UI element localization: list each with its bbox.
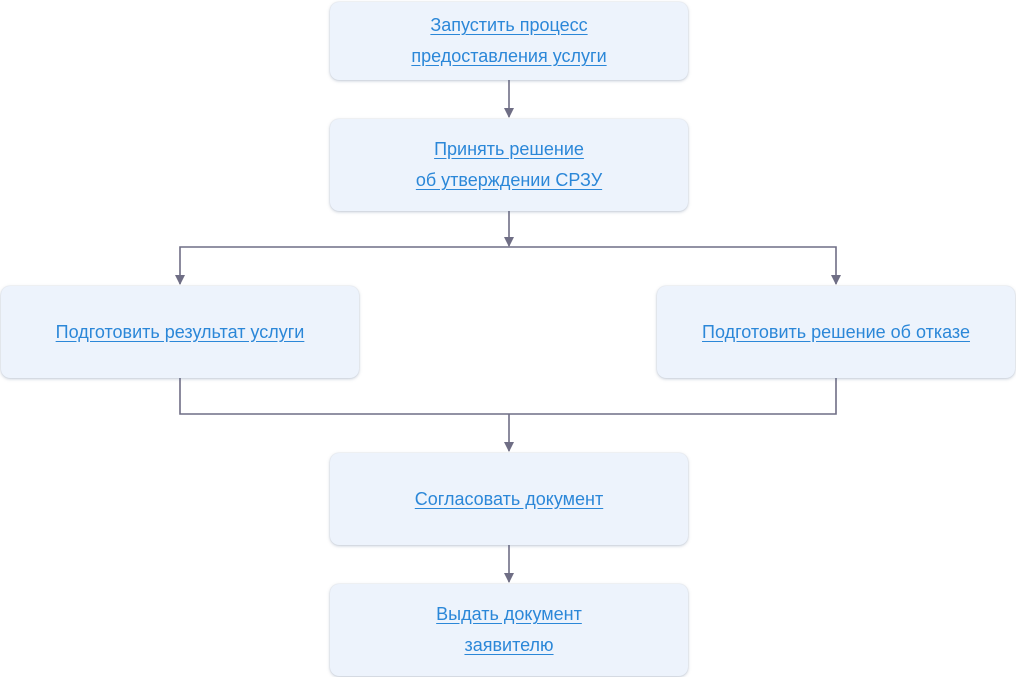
link-line: Запустить процесс: [430, 15, 588, 35]
edge-merge-right: [509, 378, 837, 415]
link-issue-document[interactable]: Выдать документ заявителю: [436, 599, 582, 661]
node-approve-document: Согласовать документ: [330, 453, 688, 545]
link-start-process[interactable]: Запустить процесс предоставления услуги: [411, 10, 606, 72]
edge-merge-left: [179, 378, 509, 415]
link-line: об утверждении СРЗУ: [415, 170, 603, 190]
node-start-process: Запустить процесс предоставления услуги: [330, 2, 688, 80]
link-line: предоставления услуги: [411, 46, 607, 66]
node-make-decision: Принять решение об утверждении СРЗУ: [330, 119, 688, 211]
edge-branch-left: [175, 246, 509, 285]
node-prepare-result: Подготовить результат услуги: [1, 286, 359, 378]
link-make-decision[interactable]: Принять решение об утверждении СРЗУ: [416, 134, 602, 196]
link-prepare-refusal[interactable]: Подготовить решение об отказе: [702, 317, 970, 348]
link-prepare-result[interactable]: Подготовить результат услуги: [56, 317, 305, 348]
link-line: Принять решение: [434, 139, 584, 159]
link-line: Выдать документ: [436, 604, 582, 624]
link-line: Подготовить результат услуги: [55, 321, 305, 342]
node-issue-document: Выдать документ заявителю: [330, 584, 688, 676]
link-line: заявителю: [464, 635, 554, 655]
node-prepare-refusal: Подготовить решение об отказе: [657, 286, 1015, 378]
link-line: Согласовать документ: [414, 488, 604, 509]
edge-branch-right: [509, 246, 841, 285]
link-approve-document[interactable]: Согласовать документ: [415, 484, 603, 515]
link-line: Подготовить решение об отказе: [702, 321, 970, 342]
